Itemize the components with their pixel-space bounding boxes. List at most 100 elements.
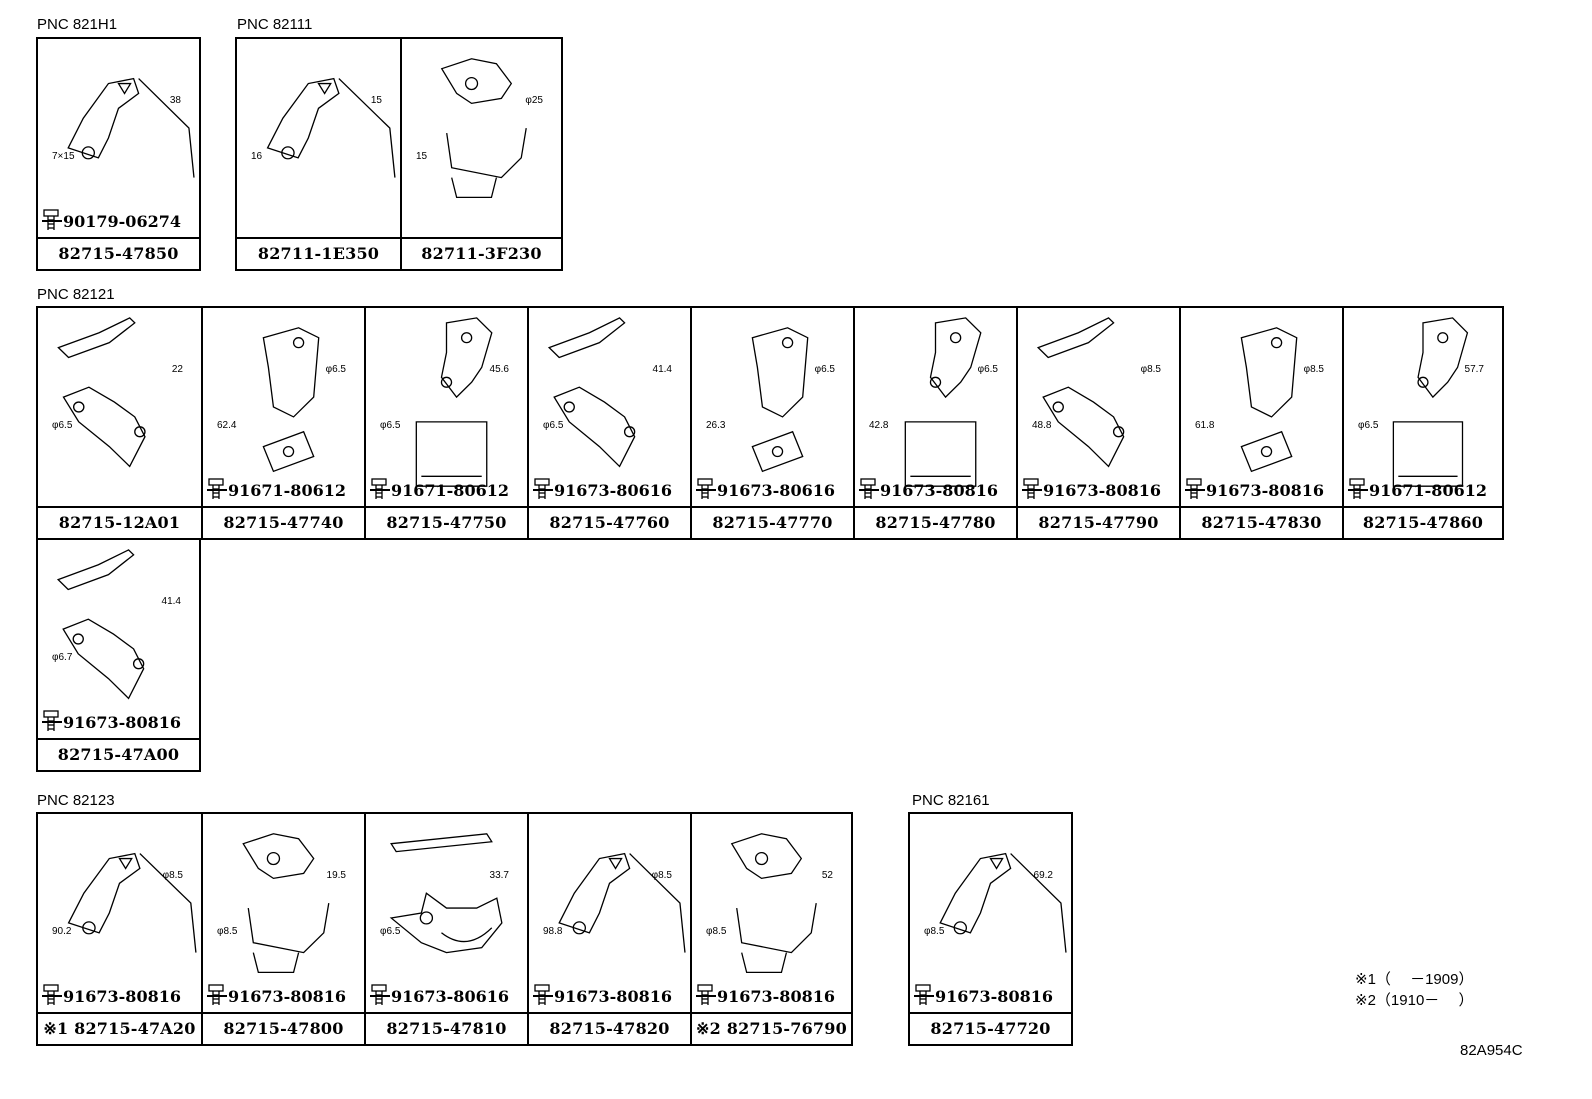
- part-cell-82715-47810: φ6.5 33.7 91673-80616 82715-47810: [364, 814, 527, 1044]
- bolt-part-number: 91673-80816: [63, 986, 181, 1006]
- bracket-sketch: [262, 327, 320, 473]
- leader-line: [370, 489, 390, 491]
- bracket-sketch: [440, 58, 527, 199]
- bolt-icon: [697, 478, 713, 499]
- dimension-label: φ6.5: [325, 364, 346, 375]
- leader-line: [696, 995, 716, 997]
- bolt-icon: [697, 984, 713, 1005]
- pnc-label-821H1: PNC 821H1: [37, 16, 118, 33]
- bolt-part-number: 91673-80816: [1043, 480, 1161, 500]
- dimension-label: 45.6: [489, 364, 509, 375]
- bracket-sketch: [266, 77, 396, 178]
- part-number: ※1 82715-47A20: [43, 1019, 196, 1038]
- dimension-label: 15: [416, 151, 428, 162]
- part-drawing: φ8.5 19.5 91673-80816: [203, 814, 364, 1014]
- part-number: 82715-47A00: [57, 745, 180, 764]
- footnote-2: ※2（1910－ ）: [1355, 992, 1474, 1009]
- bracket-sketch: [67, 77, 195, 178]
- dimension-label: φ6.5: [52, 420, 73, 431]
- bolt-icon: [1349, 478, 1365, 499]
- bolt-icon: [43, 209, 59, 230]
- bracket-sketch: [730, 833, 817, 974]
- part-number: 82711-3F230: [421, 244, 542, 263]
- dimension-label: 15: [370, 95, 382, 106]
- bolt-callout: 91673-80816: [1185, 478, 1324, 502]
- bolt-part-number: 91673-80816: [717, 986, 835, 1006]
- bolt-part-number: 91673-80816: [880, 480, 998, 500]
- bolt-icon: [1023, 478, 1039, 499]
- dimension-label: 61.8: [1195, 420, 1215, 431]
- bolt-icon: [371, 478, 387, 499]
- bracket-sketch: [415, 317, 493, 487]
- dimension-label: φ8.5: [1140, 364, 1161, 375]
- part-number: 82715-47740: [223, 513, 344, 532]
- part-number: 82715-47850: [58, 244, 179, 263]
- bolt-callout: 91673-80616: [370, 984, 509, 1008]
- leader-line: [1022, 489, 1042, 491]
- dimension-label: φ8.5: [217, 926, 238, 937]
- dimension-label: 42.8: [869, 420, 889, 431]
- pnc-label-82111: PNC 82111: [237, 16, 313, 33]
- bolt-part-number: 91673-80616: [717, 480, 835, 500]
- bolt-callout: 91673-80816: [533, 984, 672, 1008]
- footnote-1: ※1（ －1909）: [1355, 971, 1474, 988]
- dimension-label: 41.4: [161, 596, 181, 607]
- leader-line: [207, 489, 227, 491]
- dimension-label: 19.5: [326, 870, 346, 881]
- bracket-sketch: [242, 833, 330, 974]
- dimension-label: φ6.5: [814, 364, 835, 375]
- bracket-sketch: [547, 317, 636, 468]
- bracket-sketch: [57, 317, 146, 468]
- dimension-label: φ8.5: [1303, 364, 1324, 375]
- leader-line: [533, 995, 553, 997]
- leader-line: [533, 489, 553, 491]
- part-number: 82715-47810: [386, 1019, 507, 1038]
- part-number: 82711-1E350: [257, 244, 380, 263]
- dimension-label: 57.7: [1464, 364, 1484, 375]
- bracket-sketch: [1392, 317, 1469, 487]
- part-drawing: 61.8 φ8.5 91673-80816: [1181, 308, 1342, 508]
- bolt-callout: 91671-80612: [370, 478, 509, 502]
- bolt-callout: 91673-80816: [696, 984, 835, 1008]
- part-number: 82715-47750: [386, 513, 507, 532]
- dimension-label: φ6.5: [543, 420, 564, 431]
- part-number: 82715-47820: [549, 1019, 670, 1038]
- dimension-label: φ6.5: [380, 926, 401, 937]
- dimension-label: 33.7: [489, 870, 509, 881]
- leader-line: [370, 995, 390, 997]
- dimension-label: 52: [821, 870, 833, 881]
- bolt-callout: 91673-80616: [696, 478, 835, 502]
- bolt-icon: [208, 478, 224, 499]
- bolt-part-number: 91673-80616: [391, 986, 509, 1006]
- dimension-label: φ8.5: [651, 870, 672, 881]
- leader-line: [42, 995, 62, 997]
- part-number: 82715-47860: [1362, 513, 1484, 532]
- leader-line: [914, 995, 934, 997]
- bolt-icon: [860, 478, 876, 499]
- bolt-part-number: 91673-80816: [228, 986, 346, 1006]
